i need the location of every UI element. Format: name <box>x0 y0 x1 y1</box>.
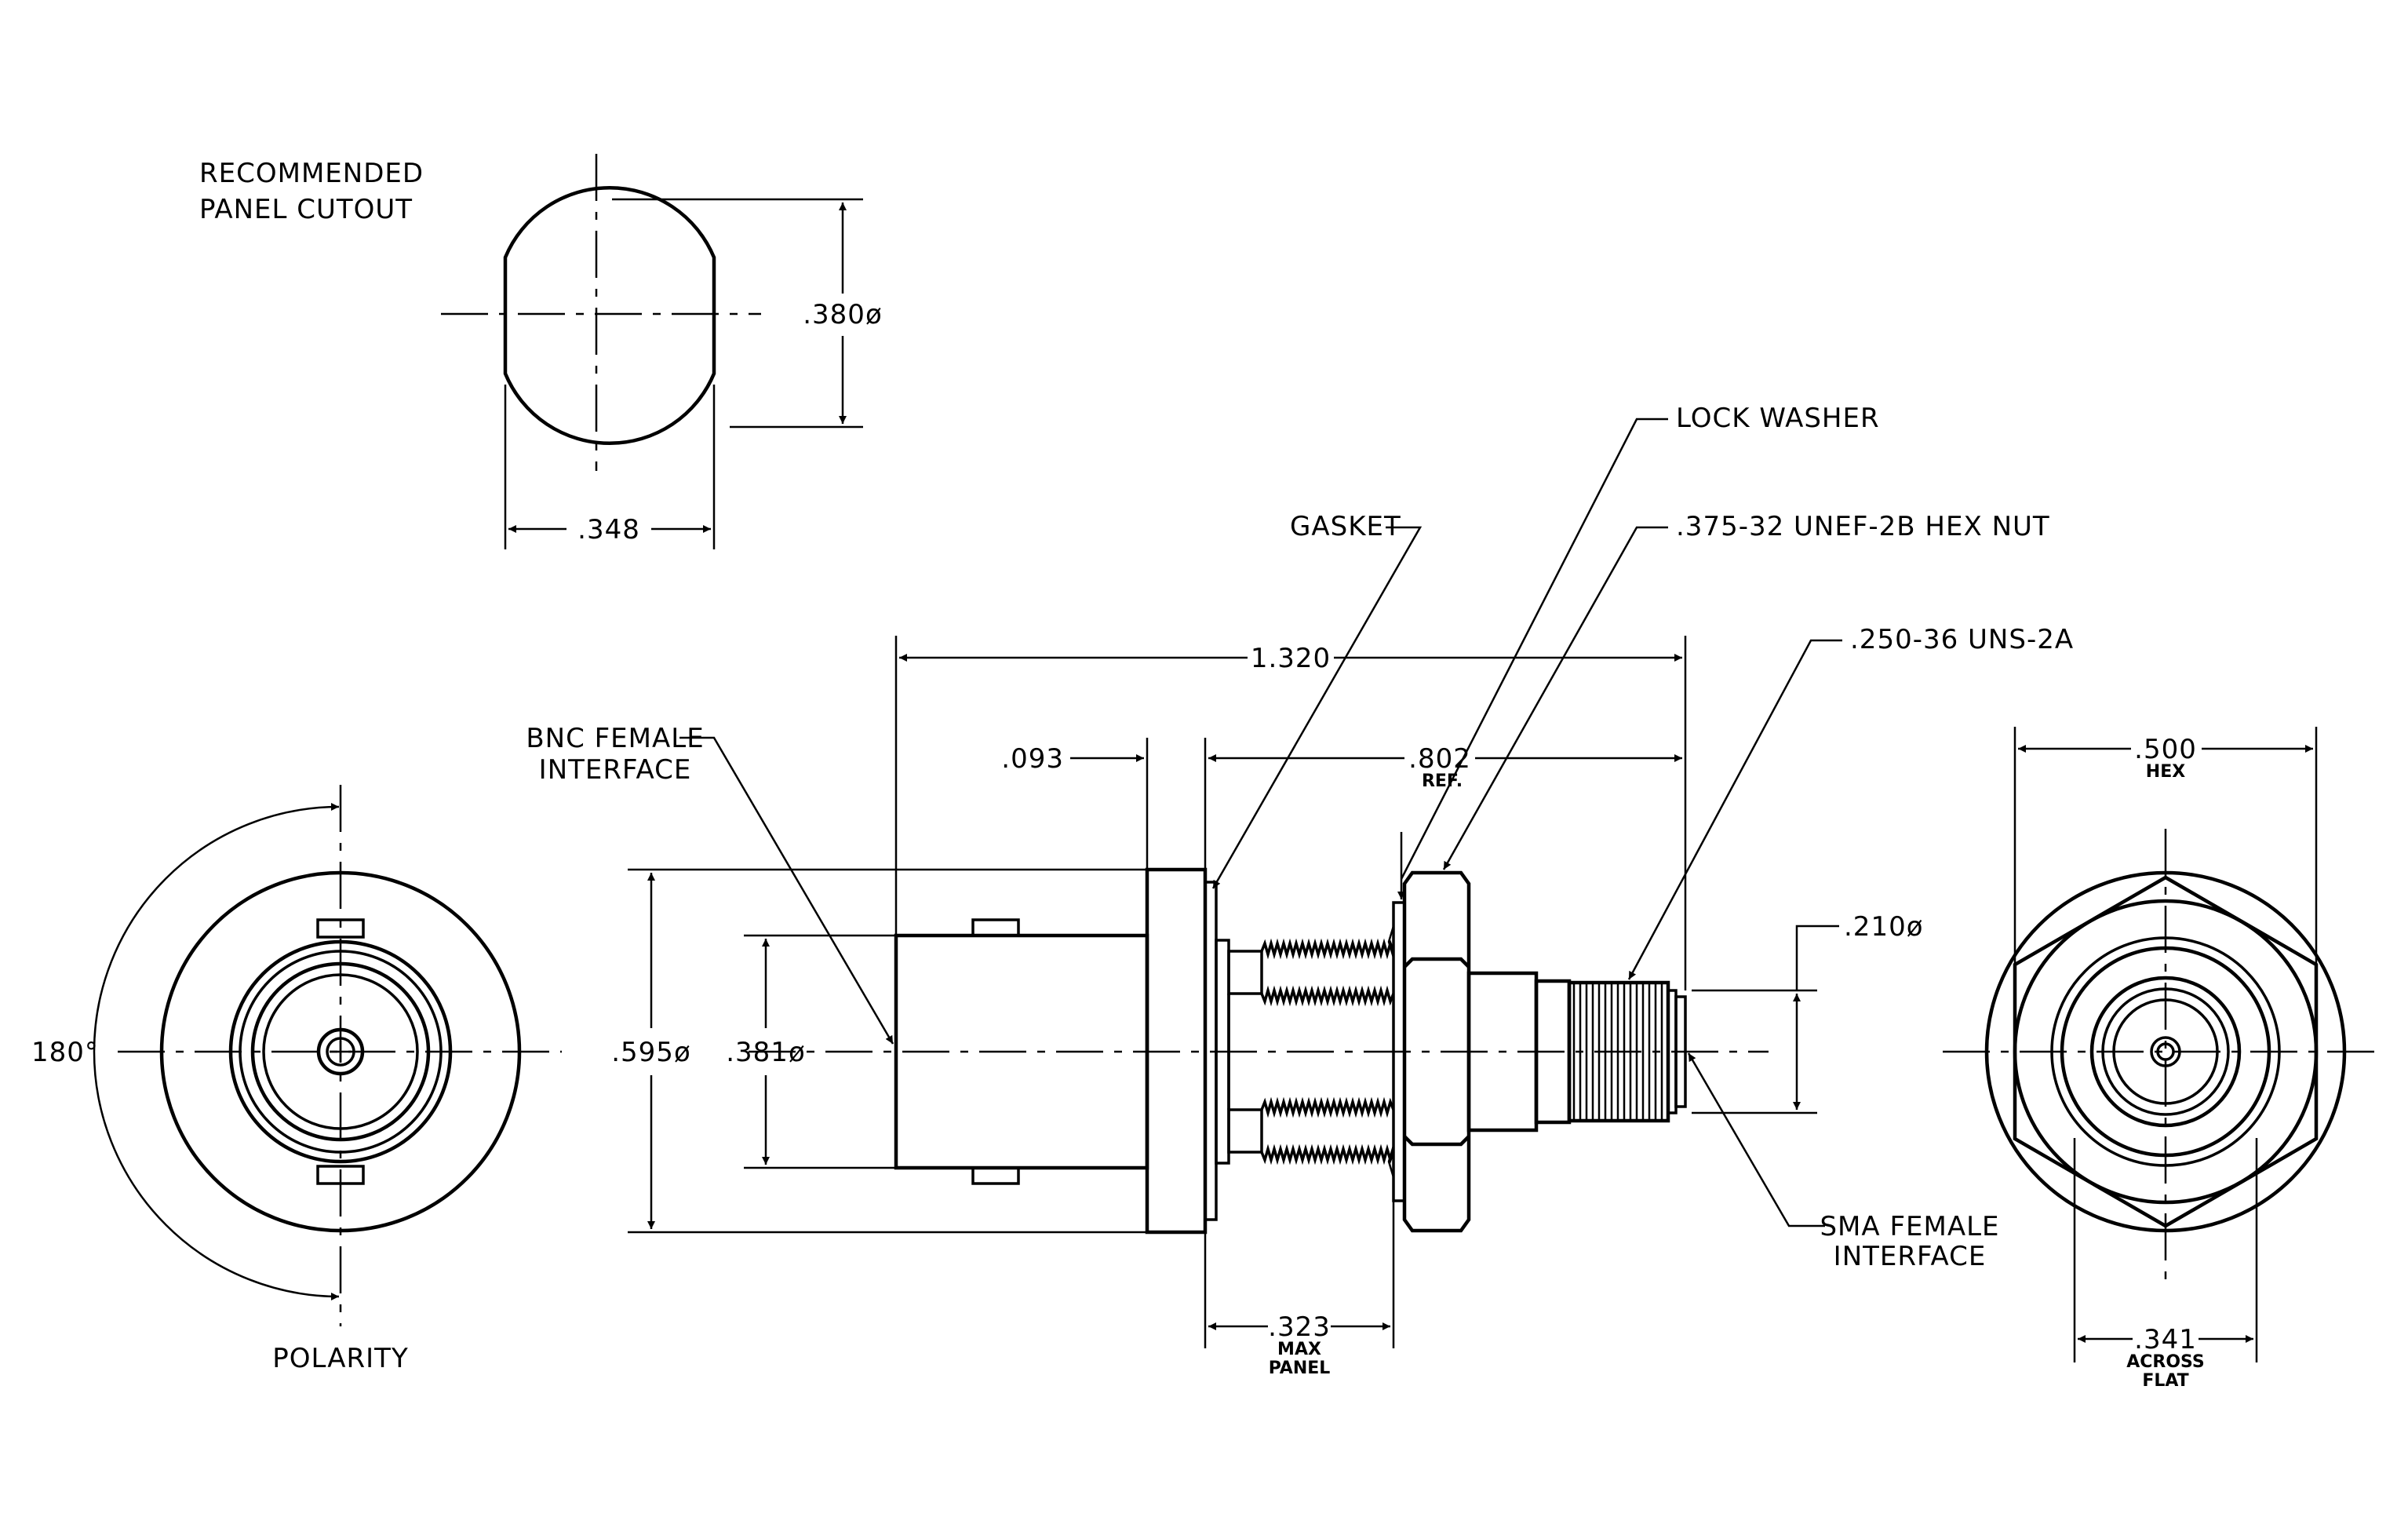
max-panel-note-1: MAX <box>1277 1340 1321 1359</box>
polarity-arc <box>93 803 340 1300</box>
bnc-dia-dim: .381ø <box>726 1037 806 1068</box>
side-view: 1.320 .093 .802 REF. .595ø .381ø .210ø <box>526 403 2074 1378</box>
sma-interface-label-1: SMA FEMALE <box>1820 1211 1999 1242</box>
thread-label: .250-36 UNS-2A <box>1850 624 2074 655</box>
threaded-shank <box>1260 938 1395 1165</box>
bnc-end-view: 180° POLARITY <box>31 785 562 1374</box>
cutout-shape <box>503 185 716 446</box>
lock-washer-label: LOCK WASHER <box>1676 403 1880 434</box>
max-panel-note-2: PANEL <box>1269 1359 1331 1378</box>
sma-dia-dim: .210ø <box>1844 911 1924 943</box>
hex-nut <box>1402 870 1471 1233</box>
cutout-title-line1: RECOMMENDED <box>199 158 424 189</box>
hex-dim: .500 <box>2134 734 2197 765</box>
cutout-width-dim: .348 <box>577 514 640 545</box>
gasket-label: GASKET <box>1290 511 1401 542</box>
body-dia-dim: .595ø <box>611 1037 691 1068</box>
cutout-title-line2: PANEL CUTOUT <box>199 194 413 225</box>
ref-note: REF. <box>1422 771 1463 791</box>
across-flat-note-1: ACROSS <box>2126 1352 2205 1372</box>
sma-threads <box>1567 980 1670 1123</box>
bnc-interface-label-2: INTERFACE <box>539 754 692 786</box>
max-panel-dim: .323 <box>1268 1311 1331 1343</box>
sma-end-view: .500 HEX .341 ACROSS FLAT <box>1943 727 2385 1391</box>
across-flat-note-2: FLAT <box>2142 1371 2188 1391</box>
across-flat-dim: .341 <box>2134 1324 2197 1355</box>
flange-dim: .093 <box>1001 743 1064 775</box>
angle-dim: 180° <box>31 1037 99 1068</box>
sma-interface-label-2: INTERFACE <box>1834 1241 1987 1272</box>
bnc-interface-label-1: BNC FEMALE <box>526 723 704 754</box>
polarity-label: POLARITY <box>272 1343 408 1374</box>
overall-length-dim: 1.320 <box>1251 643 1331 674</box>
hex-nut-label: .375-32 UNEF-2B HEX NUT <box>1676 511 2050 542</box>
ref-length-dim: .802 <box>1408 743 1471 775</box>
cutout-dia-dim: .380ø <box>803 299 883 330</box>
hex-note: HEX <box>2146 762 2185 782</box>
panel-cutout-view: RECOMMENDED PANEL CUTOUT .380ø .348 <box>199 154 883 549</box>
